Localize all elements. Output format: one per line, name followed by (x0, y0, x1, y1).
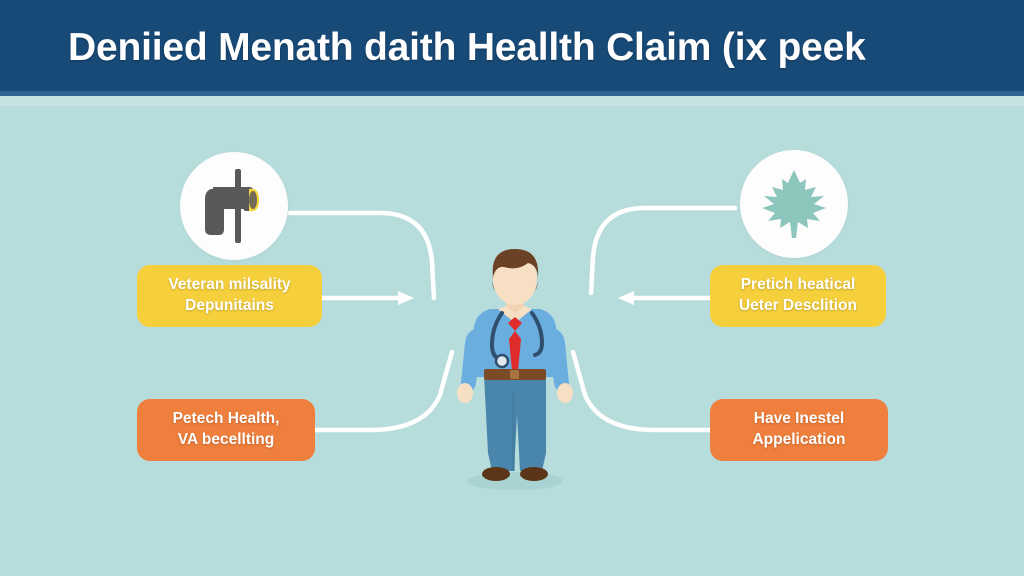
label-line-2: Depunitains (185, 297, 274, 314)
label-box-bottom-right[interactable]: Have Inestel Appelication (710, 399, 888, 461)
label-line-2: VA becellting (177, 431, 275, 448)
page-title: Deniied Menath daith Heallth Claim (ix p… (68, 26, 866, 69)
label-box-top-right[interactable]: Pretich heatical Ueter Desclition (710, 265, 886, 327)
icon-circle-right[interactable] (740, 150, 848, 258)
label-box-top-left[interactable]: Veteran milsality Depunitains (137, 265, 322, 327)
label-line-1: Pretich heatical (740, 276, 856, 294)
label-line-2: Ueter Desclition (738, 297, 857, 314)
maple-leaf-icon (762, 170, 826, 238)
label-line-1: Have Inestel (753, 410, 845, 428)
power-drill-icon (205, 169, 259, 243)
label-line-1: Veteran milsality (168, 276, 291, 294)
label-line-1: Petech Health, (172, 410, 280, 428)
icon-circle-left[interactable] (180, 152, 288, 260)
doctor-figure (440, 243, 590, 493)
page-header: Deniied Menath daith Heallth Claim (ix p… (0, 0, 1024, 96)
label-box-bottom-left[interactable]: Petech Health, VA becellting (137, 399, 315, 461)
label-line-2: Appelication (752, 431, 846, 448)
doctor-illustration (457, 249, 573, 490)
